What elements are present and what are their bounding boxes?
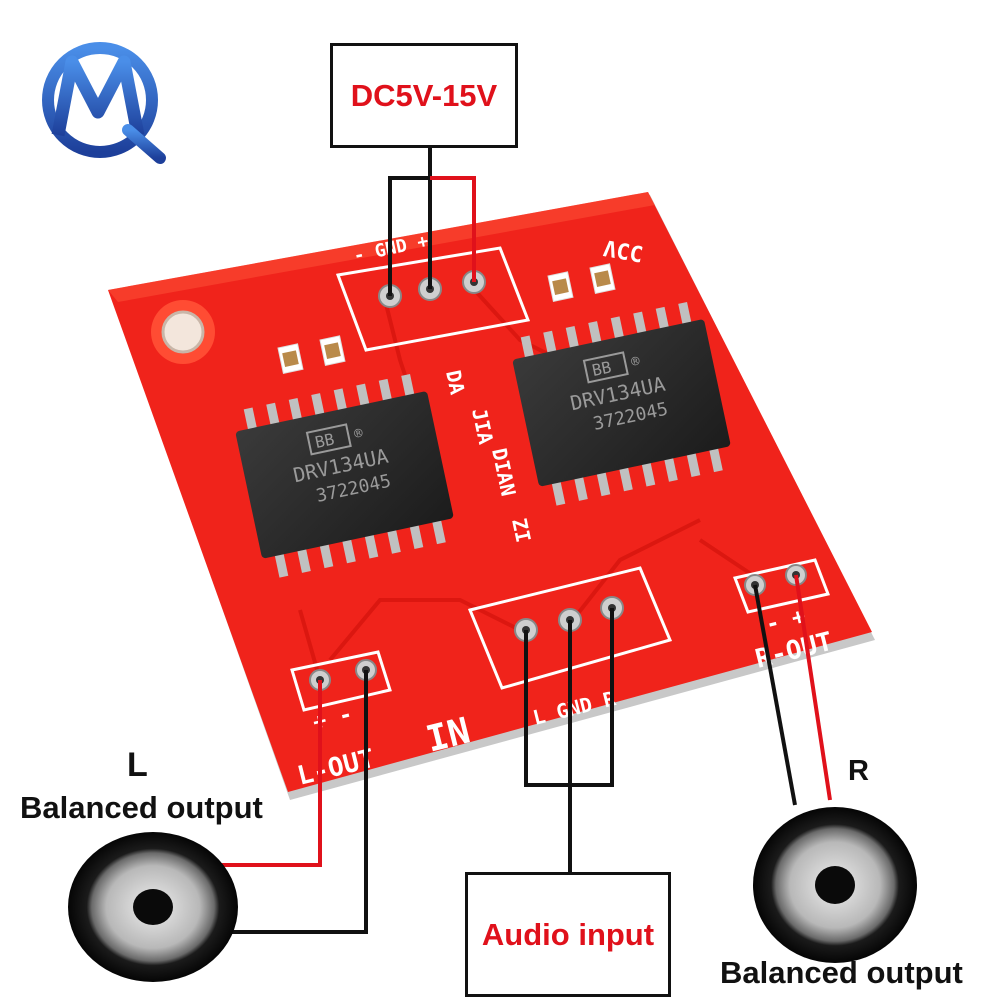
chip-right-registered: ® bbox=[630, 353, 642, 371]
right-output-wires bbox=[753, 574, 832, 806]
chip-left: BB ® DRV134UA 3722045 bbox=[235, 374, 454, 578]
input-wires bbox=[524, 608, 614, 872]
left-output-wires bbox=[210, 670, 368, 934]
pcb-board bbox=[108, 192, 875, 800]
audio-input-label: Audio input bbox=[481, 916, 655, 952]
chip-right-logo: BB bbox=[590, 357, 613, 380]
in-silkscreen: IN bbox=[422, 710, 474, 760]
power-callout-box: DC5V-15V bbox=[330, 43, 518, 148]
left-output-label: Balanced output bbox=[20, 790, 263, 825]
power-label: DC5V-15V bbox=[350, 77, 498, 113]
chip-left-registered: ® bbox=[353, 425, 365, 443]
speaker-right-icon bbox=[753, 807, 917, 963]
smd-capacitors bbox=[277, 263, 616, 375]
brand-line-1: DA bbox=[441, 368, 469, 397]
left-channel-label: L bbox=[127, 746, 148, 784]
power-wires bbox=[388, 147, 476, 296]
logo-mq-icon bbox=[42, 42, 166, 164]
right-output-label: Balanced output bbox=[720, 955, 963, 990]
chip-left-logo: BB bbox=[313, 429, 336, 452]
brand-line-4: ZI bbox=[507, 516, 535, 545]
chip-right: BB ® DRV134UA 3722045 bbox=[512, 302, 731, 506]
audio-input-callout-box: Audio input bbox=[465, 872, 671, 997]
speaker-left-icon bbox=[68, 832, 238, 982]
right-channel-label: R bbox=[848, 755, 869, 787]
